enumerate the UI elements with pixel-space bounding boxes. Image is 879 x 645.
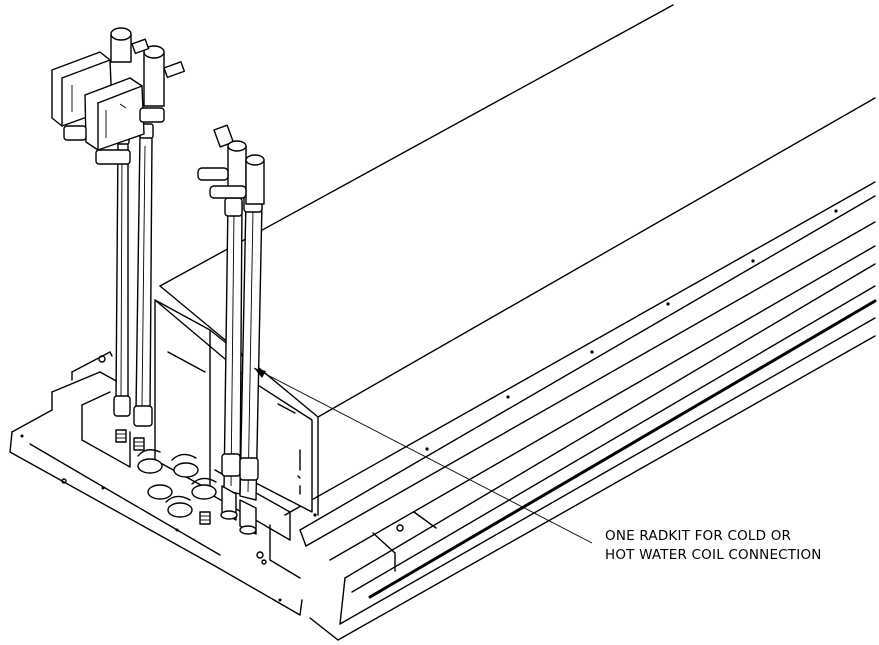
frame-rails: [284, 181, 877, 641]
coil-end-plate: [154, 299, 313, 513]
right-valves: [197, 124, 265, 205]
callout-line-2: HOT WATER COIL CONNECTION: [605, 547, 822, 563]
left-hose-pair: [113, 123, 154, 427]
callout-line-1: ONE RADKIT FOR COLD OR: [605, 528, 792, 544]
bleed-fittings: [115, 429, 211, 525]
coil-u-bends: [137, 449, 257, 535]
callout-label: ONE RADKIT FOR COLD OR HOT WATER COIL CO…: [605, 527, 822, 565]
callout-leader: [253, 367, 593, 544]
left-valve-actuators: [51, 27, 186, 165]
right-hose-pair: [221, 193, 263, 501]
